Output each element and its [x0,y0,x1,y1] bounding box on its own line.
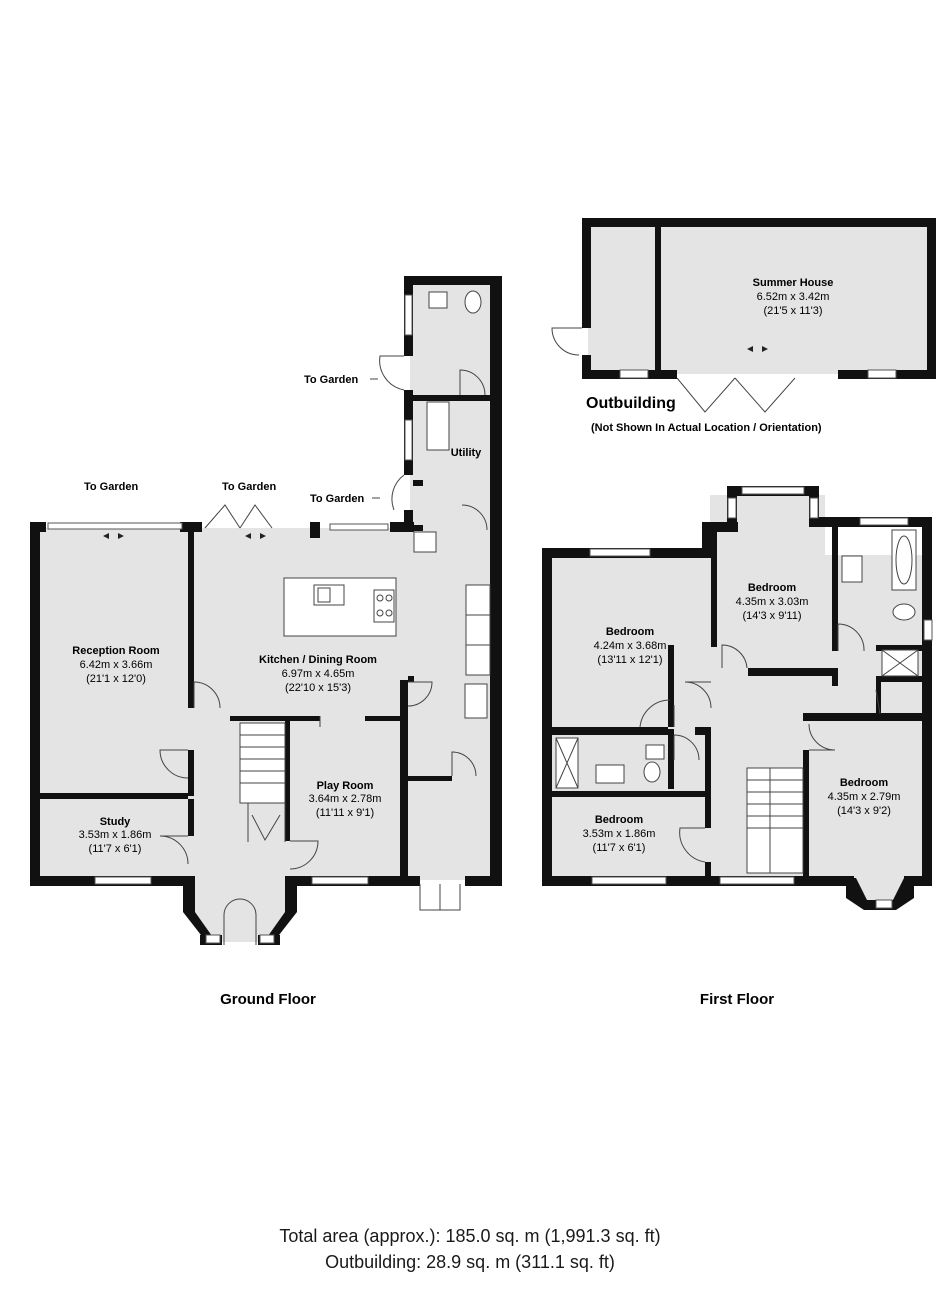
bedroom-1-name: Bedroom [748,582,797,594]
to-garden-label-wc: To Garden [304,374,358,386]
outbuilding-area-text: Outbuilding: 28.9 sq. m (311.1 sq. ft) [325,1252,615,1272]
play-room-imperial: (11'11 x 9'1) [316,807,374,819]
kitchen-metric: 6.97m x 4.65m [282,668,355,680]
reception-room-imperial: (21'1 x 12'0) [86,673,146,685]
to-garden-label-utility: To Garden [310,493,364,505]
reception-room-metric: 6.42m x 3.66m [80,659,153,671]
bedroom-2-name: Bedroom [606,626,655,638]
summer-house-imperial: (21'5 x 11'3) [763,305,822,317]
bedroom-4-imperial: (11'7 x 6'1) [593,842,646,854]
ground-floor-plan [30,276,502,945]
first-floor-plan [542,486,933,910]
bedroom-2-imperial: (13'11 x 12'1) [597,654,662,666]
bedroom-3-name: Bedroom [840,777,889,789]
bedroom-4-name: Bedroom [595,814,644,826]
utility-name: Utility [451,447,482,459]
summer-house-name: Summer House [753,277,834,289]
bedroom-3-metric: 4.35m x 2.79m [828,791,901,803]
to-garden-label-kitchen: To Garden [222,481,276,493]
to-garden-label-reception: To Garden [84,481,138,493]
total-area-text: Total area (approx.): 185.0 sq. m (1,991… [279,1226,661,1246]
outbuilding-note: (Not Shown In Actual Location / Orientat… [591,422,822,434]
first-floor-label: First Floor [700,991,774,1008]
ground-floor-label: Ground Floor [220,991,316,1008]
outbuilding-title: Outbuilding [586,395,676,412]
kitchen-imperial: (22'10 x 15'3) [285,682,351,694]
bedroom-1-metric: 4.35m x 3.03m [736,596,809,608]
bedroom-4-metric: 3.53m x 1.86m [583,828,656,840]
study-imperial: (11'7 x 6'1) [89,843,142,855]
play-room-metric: 3.64m x 2.78m [309,793,382,805]
reception-room-name: Reception Room [72,645,160,657]
bedroom-3-imperial: (14'3 x 9'2) [837,805,891,817]
study-name: Study [100,816,131,828]
bedroom-1-imperial: (14'3 x 9'11) [742,610,801,622]
outbuilding-plan [551,218,936,413]
summer-house-metric: 6.52m x 3.42m [757,291,830,303]
bedroom-2-metric: 4.24m x 3.68m [594,640,667,652]
study-metric: 3.53m x 1.86m [79,829,152,841]
play-room-name: Play Room [317,780,374,792]
kitchen-name: Kitchen / Dining Room [259,654,377,666]
